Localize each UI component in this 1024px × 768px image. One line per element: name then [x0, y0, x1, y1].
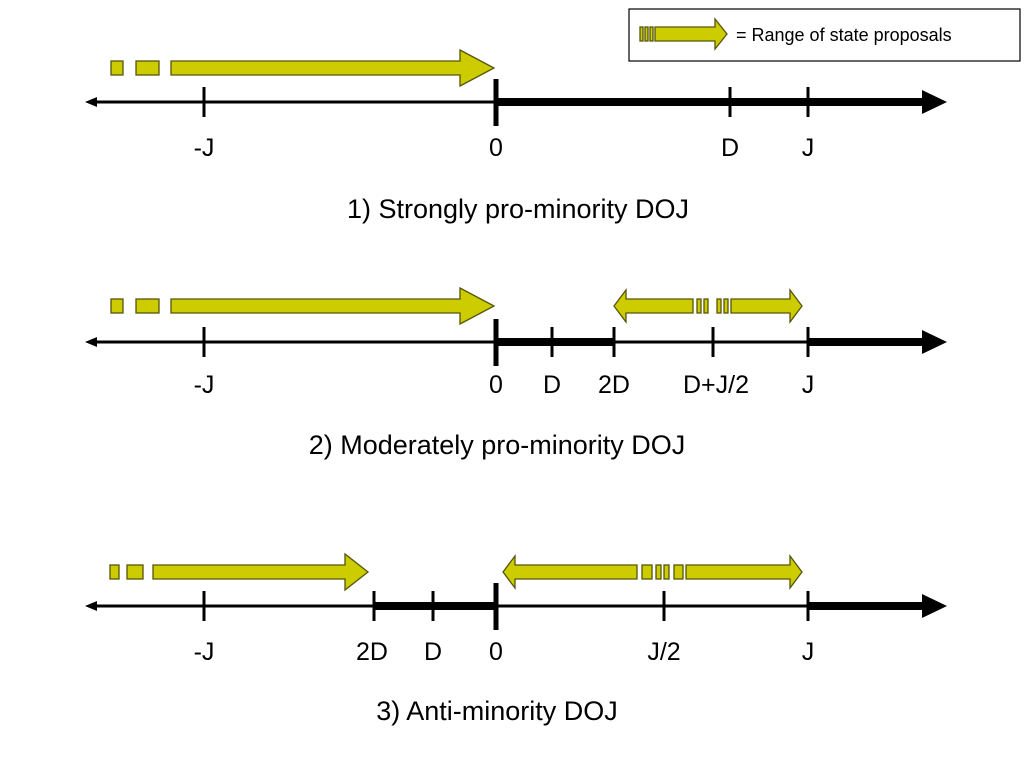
number-line: [85, 583, 947, 630]
axis-right-arrowhead: [922, 594, 947, 618]
legend: = Range of state proposals: [628, 8, 1021, 62]
number-line: [85, 319, 947, 366]
proposal-range-arrow: [109, 552, 370, 592]
axis-right-arrowhead: [922, 330, 947, 354]
tick-label: 0: [489, 638, 503, 666]
tick-label: 2D: [356, 638, 388, 666]
tick-label: J: [802, 638, 815, 666]
tick-label: J: [802, 134, 815, 162]
tick-label: -J: [194, 134, 215, 162]
panel-caption: 2) Moderately pro-minority DOJ: [309, 430, 686, 460]
proposal-range-double-arrow: [613, 288, 803, 324]
legend-arrow-icon: [639, 17, 728, 51]
axis-left-arrowhead: [85, 97, 97, 107]
number-line: [85, 79, 947, 126]
tick-label: 2D: [598, 371, 630, 399]
proposal-range-double-arrow: [502, 554, 803, 590]
panel-caption: 3) Anti-minority DOJ: [376, 696, 618, 726]
panel-caption: 1) Strongly pro-minority DOJ: [347, 194, 689, 224]
proposal-range-arrow: [110, 286, 496, 326]
tick-label: J/2: [647, 638, 680, 666]
tick-label: -J: [194, 371, 215, 399]
panel-moderately-pro-minority: -J 0 D 2D D+J/2 J 2) Moderately pro-mino…: [85, 286, 947, 460]
tick-label: D+J/2: [683, 371, 749, 399]
proposal-range-arrow: [110, 48, 496, 88]
legend-label: = Range of state proposals: [736, 25, 952, 45]
panel-strongly-pro-minority: -J 0 D J 1) Strongly pro-minority DOJ: [85, 48, 947, 224]
axis-left-arrowhead: [85, 601, 97, 611]
panel-anti-minority: -J 2D D 0 J/2 J 3) Anti-minority DOJ: [85, 552, 947, 726]
tick-label: D: [424, 638, 442, 666]
tick-label: D: [543, 371, 561, 399]
axis-left-arrowhead: [85, 337, 97, 347]
tick-label: J: [802, 371, 815, 399]
tick-label: 0: [489, 134, 503, 162]
tick-label: D: [721, 134, 739, 162]
tick-label: -J: [194, 638, 215, 666]
tick-label: 0: [489, 371, 503, 399]
axis-right-arrowhead: [922, 90, 947, 114]
